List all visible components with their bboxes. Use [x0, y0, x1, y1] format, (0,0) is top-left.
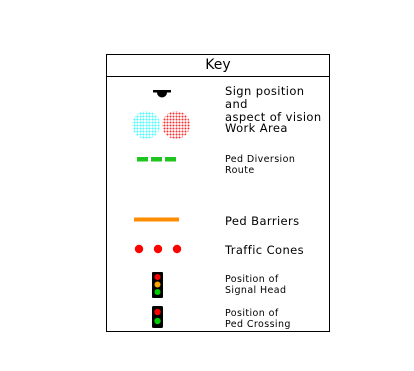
work-area-label: Work Area: [225, 121, 288, 135]
signal-head-label: Position of Signal Head: [225, 274, 287, 296]
ped-diversion-label: Ped Diversion Route: [225, 154, 296, 176]
traffic-cone-dots-icon: [134, 244, 182, 254]
traffic-cones-label: Traffic Cones: [225, 243, 305, 257]
ped-crossing-signal-icon: [152, 306, 163, 328]
orange-barrier-icon: [134, 217, 179, 222]
work-area-icon: [132, 111, 190, 139]
signal-head-icon: [152, 272, 163, 298]
ped-crossing-label: Position of Ped Crossing: [225, 308, 291, 330]
sign-position-icon: [153, 90, 171, 98]
sign-position-label: Sign position and aspect of vision: [225, 84, 322, 124]
key-legend: Key Sign position and aspect of vision W…: [106, 54, 330, 332]
dashed-green-line-icon: [137, 157, 176, 162]
ped-barriers-label: Ped Barriers: [225, 214, 300, 228]
key-title: Key: [107, 55, 329, 77]
